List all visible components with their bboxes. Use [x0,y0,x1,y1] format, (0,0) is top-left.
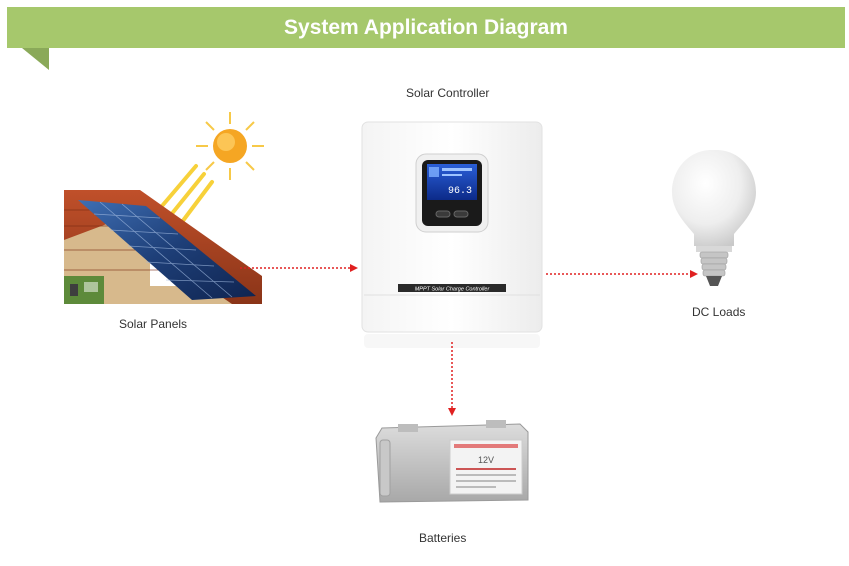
battery-icon: 12V [375,420,529,503]
batteries-label: Batteries [419,531,467,545]
solar-controller-label: Solar Controller [406,86,490,100]
light-bulb-icon [672,150,756,286]
solar-panel-icon [64,190,262,304]
solar-panels-label: Solar Panels [119,317,188,331]
page-title: System Application Diagram [284,16,568,39]
title-banner: System Application Diagram [7,7,845,48]
controller-brand-text: MPPT Solar Charge Controller [415,287,491,293]
dc-loads-label: DC Loads [692,305,746,319]
banner-fold [22,48,49,70]
charge-controller-icon: 96.3 MPPT Solar Charge Controller [361,121,543,348]
battery-voltage: 12V [478,455,494,465]
sun-icon [160,112,264,224]
controller-display-value: 96.3 [448,186,472,197]
